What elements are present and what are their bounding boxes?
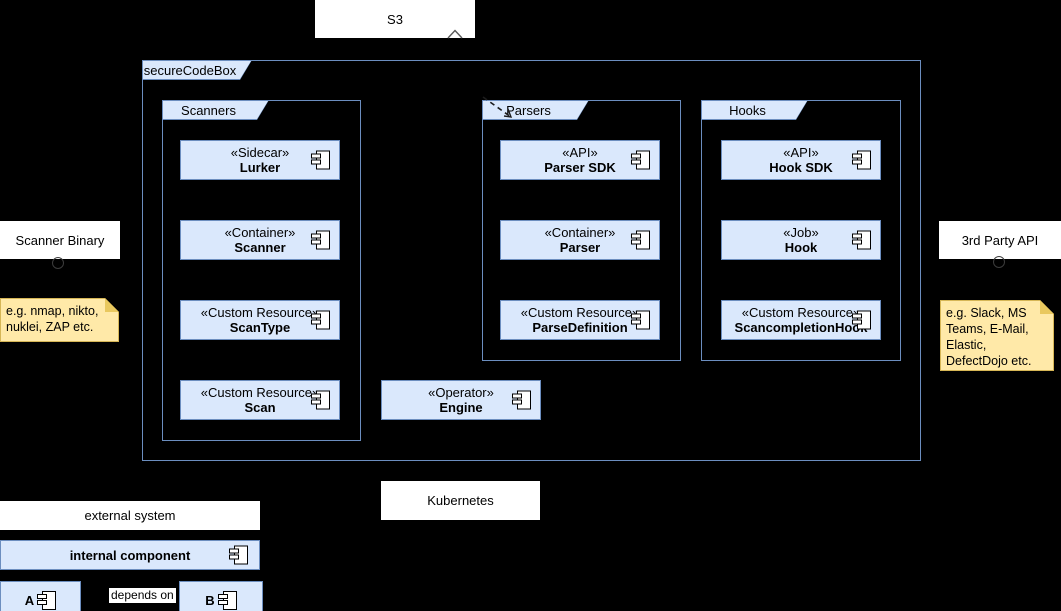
component-hook: «Job» Hook bbox=[721, 220, 881, 260]
component-icon bbox=[311, 230, 330, 250]
note-hook-examples: e.g. Slack, MS Teams, E-Mail, Elastic, D… bbox=[940, 300, 1054, 371]
component-parser-sdk: «API» Parser SDK bbox=[500, 140, 660, 180]
component-parser: «Container» Parser bbox=[500, 220, 660, 260]
component-stereotype: «Sidecar» bbox=[230, 144, 290, 160]
note-fill bbox=[941, 301, 1053, 370]
component-name: ScanType bbox=[229, 319, 291, 335]
component-hook-sdk: «API» Hook SDK bbox=[721, 140, 881, 180]
component-stereotype: «Custom Resource» bbox=[200, 384, 320, 400]
tab-fill bbox=[143, 61, 251, 79]
group-hooks-tab: Hooks bbox=[701, 100, 808, 120]
group-scanners-label: Scanners bbox=[181, 102, 236, 118]
securecodebox-frame bbox=[142, 60, 921, 461]
component-stereotype: «Custom Resource» bbox=[520, 304, 640, 320]
component-icon bbox=[631, 230, 650, 250]
note-fill bbox=[1, 299, 118, 341]
securecodebox-frame-tab: secureCodeBox bbox=[142, 60, 252, 80]
note-text: e.g. nmap, nikto, nuklei, ZAP etc. bbox=[6, 304, 99, 334]
component-icon bbox=[512, 390, 531, 410]
component-icon bbox=[311, 390, 330, 410]
component-name: Parser SDK bbox=[544, 159, 616, 175]
group-hooks-label: Hooks bbox=[729, 102, 766, 118]
component-stereotype: «Container» bbox=[544, 224, 616, 240]
legend-internal-component-label: internal component bbox=[69, 547, 191, 563]
component-stereotype: «Custom Resource» bbox=[741, 304, 861, 320]
component-stereotype: «API» bbox=[783, 144, 819, 160]
component-icon bbox=[631, 150, 650, 170]
interface-circle-scanner-binary bbox=[52, 257, 64, 269]
node-scanner-binary: Scanner Binary bbox=[0, 221, 120, 259]
legend-component-a-label: A bbox=[24, 592, 35, 608]
group-parsers-label: Parsers bbox=[506, 102, 551, 118]
component-icon bbox=[852, 150, 871, 170]
component-stereotype: «API» bbox=[562, 144, 598, 160]
note-text: e.g. Slack, MS Teams, E-Mail, Elastic, D… bbox=[946, 306, 1032, 368]
legend-component-b: B bbox=[179, 581, 263, 611]
component-icon bbox=[217, 590, 237, 610]
component-name: Engine bbox=[439, 399, 483, 415]
tab-fill bbox=[163, 101, 268, 119]
component-name: ParseDefinition bbox=[532, 319, 628, 335]
legend-internal-component: internal component bbox=[0, 540, 260, 570]
component-icon bbox=[311, 150, 330, 170]
legend-component-b-label: B bbox=[205, 592, 215, 608]
component-icon bbox=[631, 310, 650, 330]
legend-external-system: external system bbox=[0, 501, 260, 530]
group-scanners-tab: Scanners bbox=[162, 100, 269, 120]
component-name: Lurker bbox=[239, 159, 281, 175]
note-scanner-examples: e.g. nmap, nikto, nuklei, ZAP etc. bbox=[0, 298, 119, 342]
node-kubernetes: Kubernetes bbox=[381, 481, 540, 520]
component-scanner: «Container» Scanner bbox=[180, 220, 340, 260]
component-scancompletionhook: «Custom Resource» ScancompletionHook bbox=[721, 300, 881, 340]
component-name: Hook bbox=[784, 239, 818, 255]
component-name: Hook SDK bbox=[769, 159, 833, 175]
component-icon bbox=[37, 590, 57, 610]
component-engine: «Operator» Engine bbox=[381, 380, 541, 420]
component-icon bbox=[852, 310, 871, 330]
legend-depends-on-label: depends on bbox=[109, 588, 176, 603]
component-scantype: «Custom Resource» ScanType bbox=[180, 300, 340, 340]
component-icon bbox=[852, 230, 871, 250]
component-scan: «Custom Resource» Scan bbox=[180, 380, 340, 420]
component-icon bbox=[229, 545, 248, 565]
interface-circle-third-party-api bbox=[993, 256, 1005, 268]
arrowhead-fragment-s3 bbox=[447, 29, 463, 39]
node-s3: S3 bbox=[315, 0, 475, 38]
component-stereotype: «Custom Resource» bbox=[200, 304, 320, 320]
component-stereotype: «Job» bbox=[783, 224, 819, 240]
tab-fill bbox=[483, 101, 588, 119]
component-stereotype: «Operator» bbox=[428, 384, 494, 400]
node-third-party-api: 3rd Party API bbox=[939, 221, 1061, 259]
legend-component-a: A bbox=[0, 581, 81, 611]
component-parsedefinition: «Custom Resource» ParseDefinition bbox=[500, 300, 660, 340]
securecodebox-frame-label: secureCodeBox bbox=[143, 62, 237, 78]
component-name: Scanner bbox=[234, 239, 286, 255]
tab-fill bbox=[702, 101, 807, 119]
component-name: ScancompletionHook bbox=[734, 319, 868, 335]
component-stereotype: «Container» bbox=[224, 224, 296, 240]
component-icon bbox=[311, 310, 330, 330]
dashed-dependency-fragment-parsers bbox=[482, 96, 513, 118]
component-name: Scan bbox=[244, 399, 276, 415]
component-name: Parser bbox=[559, 239, 601, 255]
component-lurker: «Sidecar» Lurker bbox=[180, 140, 340, 180]
